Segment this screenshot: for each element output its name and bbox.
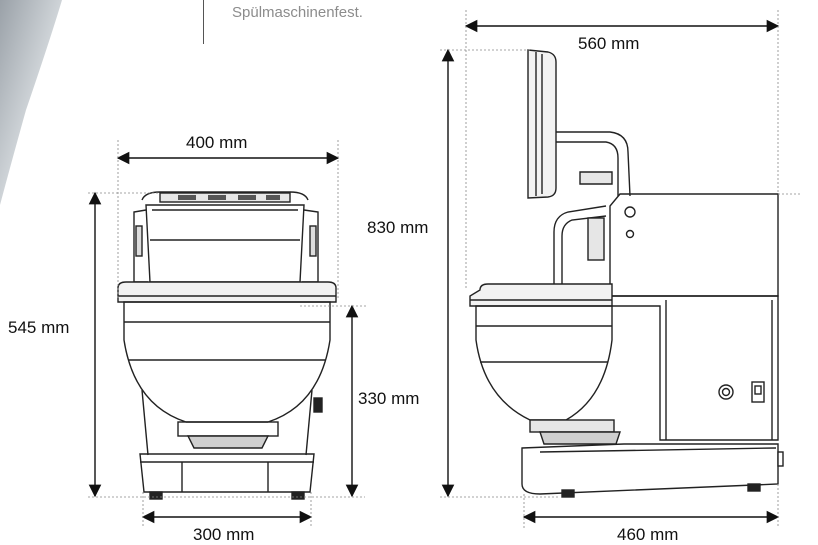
front-width-base-label: 300 mm [193, 525, 255, 544]
front-view-dimensions [88, 151, 359, 524]
corner-tab-decoration [0, 0, 62, 205]
front-height-bowl-label: 330 mm [358, 389, 420, 408]
front-width-top-label: 400 mm [186, 133, 248, 152]
side-width-top-label: 560 mm [578, 34, 640, 53]
side-width-base-label: 460 mm [617, 525, 679, 544]
caption-text: Spülmaschinenfest. [232, 4, 363, 21]
side-height-total-label: 830 mm [367, 218, 429, 237]
side-view-mixer [469, 49, 784, 498]
caption-divider [203, 0, 204, 44]
front-view-mixer [117, 191, 337, 500]
front-view-extension-lines [88, 140, 368, 528]
side-view-dimensions [441, 19, 780, 524]
front-height-total-label: 545 mm [8, 318, 70, 337]
side-view-extension-lines [440, 10, 800, 528]
